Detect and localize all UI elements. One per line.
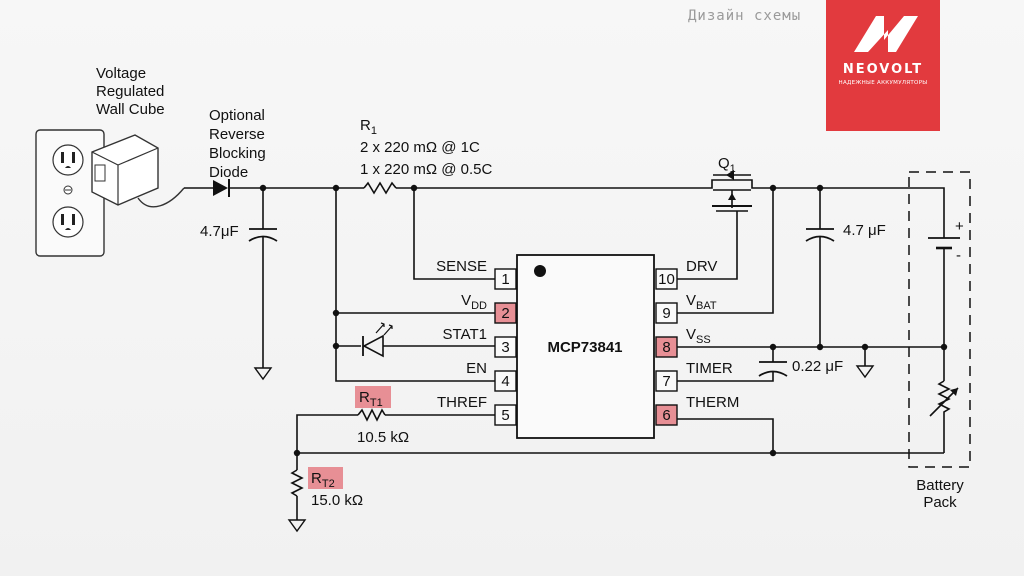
pin-number: 5 (501, 407, 509, 424)
pin-number: 10 (658, 271, 675, 288)
wall-cube-label-2: Regulated (96, 83, 164, 100)
ground-icon (855, 365, 875, 379)
q1-name: Q1 (718, 155, 736, 175)
rt1-highlight (355, 386, 391, 408)
pin-2: 2 VDD (461, 292, 517, 324)
junction-dots (259, 184, 948, 457)
rt1-resistor-icon (357, 408, 386, 422)
pin-label: THERM (686, 394, 739, 411)
battery-label-2: Pack (923, 494, 957, 511)
rt2-resistor-icon (290, 469, 304, 497)
r1-resistor-icon (363, 181, 397, 195)
pin-box (494, 336, 517, 358)
r1-value-1: 2 x 220 mΩ @ 1C (360, 139, 480, 156)
output-capacitor-icon (805, 228, 835, 242)
r1-value-2: 1 x 220 mΩ @ 0.5C (360, 161, 492, 178)
wall-outlet-icon (35, 129, 105, 257)
r1-name: R1 (360, 117, 377, 137)
brand-tagline: НАДЕЖНЫЕ АККУМУЛЯТОРЫ (838, 80, 928, 86)
timer-cap-bottom (759, 372, 774, 382)
rt1-name: RT1 (359, 389, 383, 409)
pin-box (494, 370, 517, 392)
pin-label: DRV (686, 258, 717, 275)
brand-name: NEOVOLT (842, 62, 924, 77)
rt2-value: 15.0 kΩ (311, 492, 363, 509)
ground-icon (287, 519, 307, 533)
pin-number: 9 (662, 305, 670, 322)
diode-label-2: Reverse (209, 126, 265, 143)
rt2-highlight (308, 467, 343, 489)
neovolt-logo-icon (854, 16, 918, 52)
pin1-marker (534, 265, 546, 277)
blocking-diode-icon (213, 179, 230, 197)
ic-name: MCP73841 (547, 339, 622, 356)
drv-wire (677, 211, 738, 280)
rt1-wire (296, 414, 358, 453)
pin-number: 3 (501, 339, 509, 356)
pin-3: 3 STAT1 (443, 326, 517, 358)
therm-wire (677, 418, 774, 453)
pin-box (655, 404, 678, 426)
pin-label: VDD (461, 292, 487, 312)
pin-9: 9 VBAT (655, 292, 717, 324)
ic-body (516, 254, 655, 439)
diode-label-1: Optional (209, 107, 265, 124)
input-capacitor-icon (248, 228, 278, 242)
battery-label-1: Battery (916, 477, 964, 494)
q1-mosfet-icon (705, 170, 760, 212)
diode-label-3: Blocking (209, 145, 266, 162)
pin-label: STAT1 (443, 326, 487, 343)
pin-box (494, 302, 517, 324)
wall-cube-adapter-icon (91, 134, 185, 208)
rt1-value: 10.5 kΩ (357, 429, 409, 446)
pin-number: 4 (501, 373, 509, 390)
wall-cube-label-3: Wall Cube (96, 101, 165, 118)
pin-10: 10 DRV (655, 258, 717, 290)
rt2-name: RT2 (311, 470, 335, 490)
pin-label: TIMER (686, 360, 733, 377)
pin-number: 8 (662, 339, 670, 356)
pin-8: 8 VSS (655, 326, 711, 358)
wall-cube-label-1: Voltage (96, 65, 146, 82)
pin-5: 5 THREF (437, 394, 517, 426)
pin-number: 2 (501, 305, 509, 322)
pin-1: 1 SENSE (436, 258, 517, 290)
led-icon (362, 322, 393, 358)
timer-capacitor-icon (758, 361, 788, 377)
pin-box (494, 268, 517, 290)
pin-label: VSS (686, 326, 711, 346)
battery-minus: - (956, 247, 961, 264)
cout-value: 4.7 μF (843, 222, 886, 239)
pin-number: 1 (501, 271, 509, 288)
design-caption: Дизайн схемы (688, 8, 802, 24)
diode-label-4: Diode (209, 164, 248, 181)
pin-box (494, 404, 517, 426)
pin-label: SENSE (436, 258, 487, 275)
pin-label: EN (466, 360, 487, 377)
pin-label: VBAT (686, 292, 717, 312)
pin-7: 7 TIMER (655, 360, 733, 392)
brand-logo: NEOVOLT НАДЕЖНЫЕ АККУМУЛЯТОРЫ (826, 0, 940, 131)
vdd-en-bus (335, 188, 495, 382)
battery-pack-outline (908, 171, 971, 468)
cin-value: 4.7μF (200, 223, 239, 240)
vbat-wire (677, 188, 774, 314)
pin-label: THREF (437, 394, 487, 411)
battery-plus: + (955, 218, 964, 235)
ground-icon (253, 367, 273, 381)
ctimer-value: 0.22 μF (792, 358, 843, 375)
thermistor-icon (929, 380, 959, 417)
pin-6: 6 THERM (655, 394, 739, 426)
pin-4: 4 EN (466, 360, 517, 392)
pin-number: 7 (662, 373, 670, 390)
sense-wire (413, 188, 495, 280)
pin-number: 6 (662, 407, 670, 424)
